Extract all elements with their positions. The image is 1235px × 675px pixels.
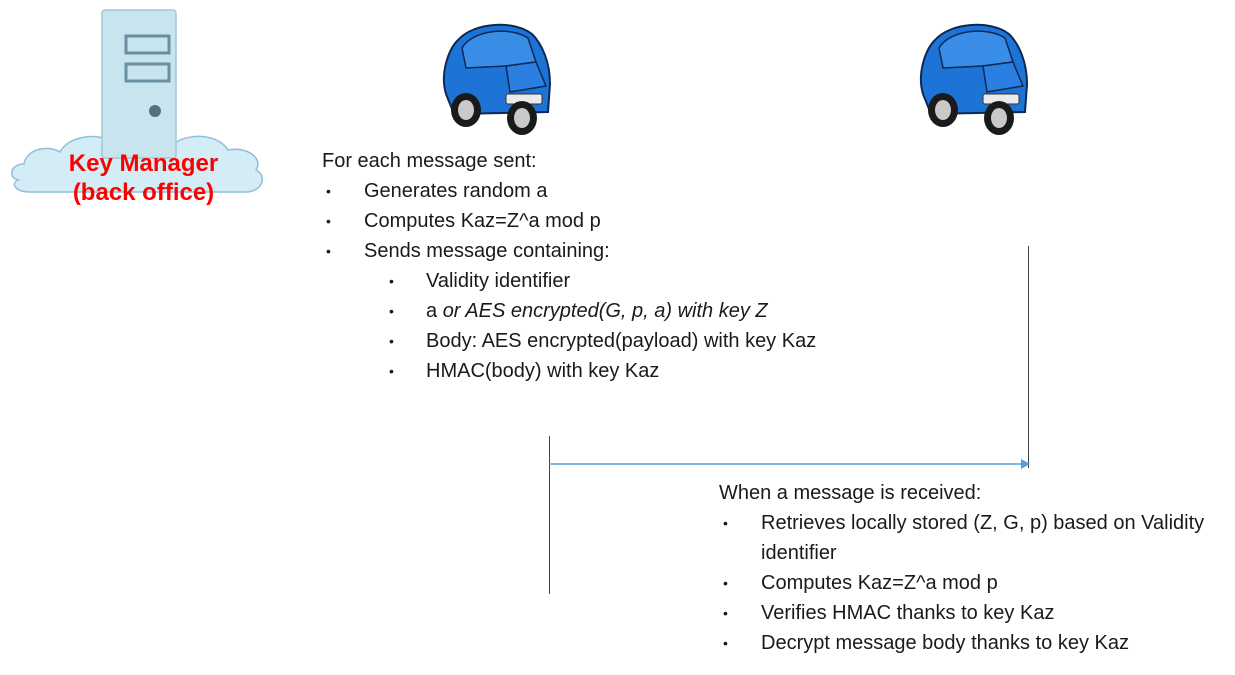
- sender-heading: For each message sent:: [322, 150, 537, 172]
- sender-steps: For each message sent: •Generates random…: [322, 146, 816, 386]
- message-content-item: •a or AES encrypted(G, p, a) with key Z: [389, 300, 768, 322]
- key-manager-label: Key Manager (back office): [36, 149, 251, 207]
- receiver-timeline: [1028, 246, 1029, 468]
- sender-timeline: [549, 436, 550, 594]
- sender-step: •Computes Kaz=Z^a mod p: [326, 210, 601, 232]
- key-manager-subtitle: (back office): [72, 179, 215, 206]
- message-content-item: •Body: AES encrypted(payload) with key K…: [389, 330, 817, 352]
- message-arrow: [549, 459, 1030, 469]
- receiver-step: •Computes Kaz=Z^a mod p: [723, 572, 998, 594]
- receiver-steps: When a message is received: •Retrieves l…: [719, 478, 1235, 658]
- key-manager-node: Key Manager (back office): [6, 8, 268, 208]
- sender-step: •Generates random a: [326, 180, 548, 202]
- receiver-step: •Verifies HMAC thanks to key Kaz: [723, 602, 1055, 624]
- message-content-item: •HMAC(body) with key Kaz: [389, 360, 660, 382]
- server-cloud-icon: [11, 9, 264, 193]
- receiver-step: •Decrypt message body thanks to key Kaz: [723, 632, 1129, 654]
- sender-step: •Sends message containing:: [326, 240, 610, 262]
- sender-car-icon: [442, 23, 552, 135]
- receiver-heading: When a message is received:: [719, 482, 982, 504]
- key-manager-title: Key Manager: [68, 150, 219, 177]
- receiver-car-icon: [919, 23, 1029, 135]
- receiver-step: •Retrieves locally stored (Z, G, p) base…: [723, 512, 1205, 564]
- message-content-item: •Validity identifier: [389, 270, 571, 292]
